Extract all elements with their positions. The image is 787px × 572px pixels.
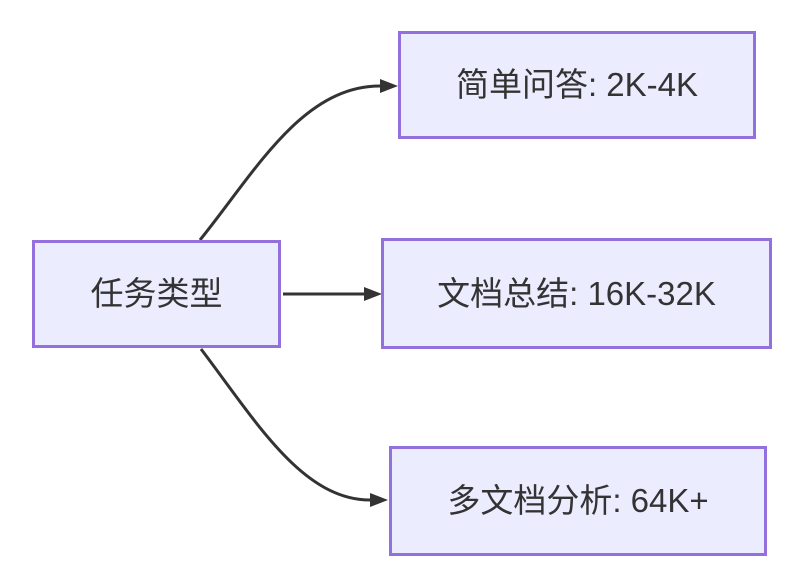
node-doc-summary: 文档总结: 16K-32K [381, 238, 772, 349]
edge-task-type-to-multi-doc [199, 348, 388, 507]
node-multi-doc: 多文档分析: 64K+ [389, 446, 767, 556]
node-task-type-label: 任务类型 [90, 275, 223, 313]
node-task-type: 任务类型 [32, 240, 281, 348]
edge-task-type-to-simple-qa [198, 79, 398, 241]
node-simple-qa: 简单问答: 2K-4K [398, 31, 756, 139]
node-multi-doc-label: 多文档分析: 64K+ [447, 482, 709, 520]
node-doc-summary-label: 文档总结: 16K-32K [437, 274, 716, 312]
node-simple-qa-label: 简单问答: 2K-4K [455, 66, 699, 104]
